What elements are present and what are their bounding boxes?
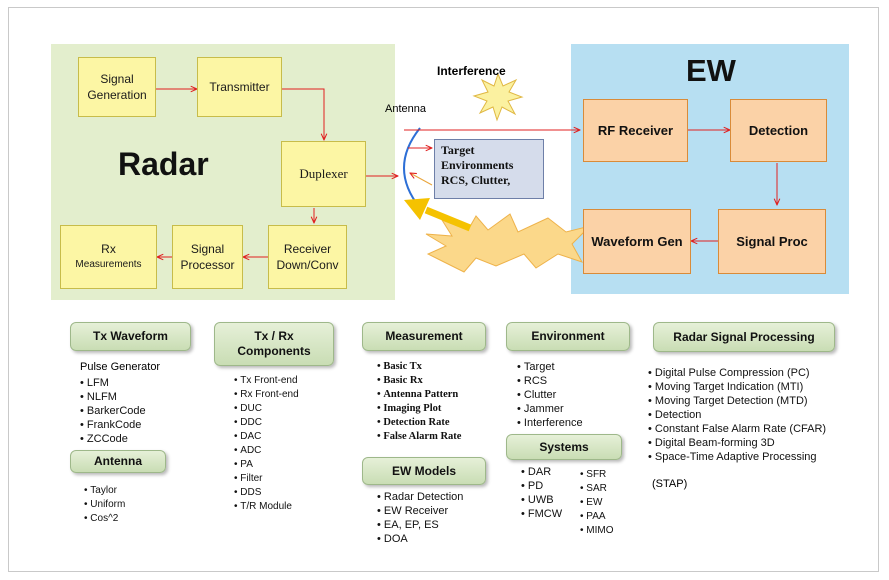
measurements-label: Measurements	[75, 259, 142, 270]
stap-label: (STAP)	[652, 478, 688, 490]
list-item: MIMO	[580, 524, 613, 538]
txrx-components-header: Tx / Rx Components	[214, 322, 334, 366]
list-item: Filter	[234, 472, 299, 486]
arrow-target-to-antenna	[410, 173, 433, 186]
rf-receiver-block: RF Receiver	[583, 99, 688, 162]
list-item: FrankCode	[80, 418, 146, 432]
list-item: Detection	[648, 408, 826, 422]
antenna-arc	[403, 127, 421, 209]
systems-header: Systems	[506, 434, 622, 460]
list-item: Antenna Pattern	[377, 388, 461, 402]
measurement-list: Basic Tx Basic Rx Antenna Pattern Imagin…	[377, 360, 461, 444]
target-line-3: RCS, Clutter,	[441, 173, 511, 187]
interference-label: Interference	[437, 64, 506, 78]
list-item: Target	[517, 360, 583, 374]
receiver-block: Receiver Down/Conv	[268, 225, 347, 289]
list-item: FMCW	[521, 507, 562, 521]
arrow-tx-to-duplexer	[282, 88, 324, 140]
rx-label: Rx	[101, 242, 116, 256]
list-item: SFR	[580, 468, 614, 482]
transmitter-block: Transmitter	[197, 57, 282, 117]
list-item: Cos^2	[84, 512, 125, 526]
list-item: SAR	[580, 482, 614, 496]
list-item: BarkerCode	[80, 404, 146, 418]
list-item: Detection Rate	[377, 416, 461, 430]
antenna-label: Antenna	[385, 103, 426, 115]
list-item: Taylor	[84, 484, 125, 498]
list-item: DAC	[234, 430, 299, 444]
list-item: Moving Target Indication (MTI)	[648, 380, 826, 394]
list-item: Interference	[517, 416, 583, 430]
systems-list-col1: DAR PD UWB FMCW	[521, 465, 562, 521]
list-item: Radar Detection	[377, 490, 464, 504]
tx-waveform-header: Tx Waveform	[70, 322, 191, 351]
antenna-header: Antenna	[70, 450, 166, 473]
list-item: UWB	[521, 493, 562, 507]
tx-waveform-list: LFM NLFM BarkerCode FrankCode ZCCode	[80, 376, 146, 446]
list-item: PAA	[580, 510, 614, 524]
list-item: RCS	[517, 374, 583, 388]
environment-list: Target RCS Clutter Jammer Interference	[517, 360, 583, 430]
duplexer-block: Duplexer	[281, 141, 366, 207]
list-item: LFM	[80, 376, 146, 390]
radar-signal-processing-header: Radar Signal Processing	[653, 322, 835, 352]
list-item: EW Receiver	[377, 504, 463, 518]
antenna-list: Taylor Uniform Cos^2	[84, 484, 125, 526]
signal-proc-block: Signal Proc	[718, 209, 826, 274]
rx-measurements-block: Rx Measurements	[60, 225, 157, 289]
list-item: Uniform	[84, 498, 125, 512]
list-item: DDS	[234, 486, 299, 500]
waveform-gen-block: Waveform Gen	[583, 209, 691, 274]
ew-title: EW	[686, 53, 736, 88]
signal-generation-block: Signal Generation	[78, 57, 156, 117]
list-item: T/R Module	[234, 500, 299, 514]
ew-models-list: Radar Detection EW Receiver EA, EP, ES D…	[377, 490, 464, 546]
list-item: Rx Front-end	[234, 388, 298, 402]
list-item: PD	[521, 479, 562, 493]
list-item: DOA	[377, 532, 463, 546]
target-environments-box: Target Environments RCS, Clutter,	[434, 139, 544, 199]
list-item: Space-Time Adaptive Processing	[648, 450, 826, 464]
list-item: Tx Front-end	[234, 374, 299, 388]
list-item: EW	[580, 496, 614, 510]
pulse-generator-label: Pulse Generator	[80, 361, 161, 373]
jamming-burst-icon	[425, 213, 592, 273]
target-line-2: Environments	[441, 158, 514, 172]
list-item: ZCCode	[80, 432, 146, 446]
target-line-1: Target	[441, 143, 475, 157]
list-item: Imaging Plot	[377, 402, 461, 416]
radar-sp-list: Digital Pulse Compression (PC) Moving Ta…	[648, 366, 826, 464]
list-item: ADC	[234, 444, 299, 458]
jamming-arrow	[424, 206, 472, 232]
environment-header: Environment	[506, 322, 630, 351]
list-item: Moving Target Detection (MTD)	[648, 394, 826, 408]
radar-title: Radar	[118, 146, 209, 182]
list-item: DAR	[521, 465, 562, 479]
interference-burst-icon	[472, 72, 524, 122]
jamming-arrowhead-icon	[404, 198, 430, 220]
list-item: DUC	[234, 402, 299, 416]
list-item: Basic Rx	[377, 374, 461, 388]
list-item: NLFM	[80, 390, 146, 404]
figure-frame	[8, 7, 879, 572]
systems-list-col2: SFR SAR EW PAA MIMO	[580, 468, 614, 538]
list-item: False Alarm Rate	[377, 430, 461, 444]
list-item: DDC	[234, 416, 299, 430]
list-item: Jammer	[517, 402, 583, 416]
measurement-header: Measurement	[362, 322, 486, 351]
signal-processor-block: Signal Processor	[172, 225, 243, 289]
list-item: Basic Tx	[377, 360, 461, 374]
detection-block: Detection	[730, 99, 827, 162]
ew-models-header: EW Models	[362, 457, 486, 485]
list-item: EA, EP, ES	[377, 518, 463, 532]
list-item: Digital Pulse Compression (PC)	[648, 366, 826, 380]
list-item: PA	[234, 458, 299, 472]
list-item: Constant False Alarm Rate (CFAR)	[648, 422, 826, 436]
list-item: Clutter	[517, 388, 583, 402]
txrx-list: Tx Front-end Rx Front-end DUC DDC DAC AD…	[234, 374, 299, 514]
list-item: Digital Beam-forming 3D	[648, 436, 826, 450]
